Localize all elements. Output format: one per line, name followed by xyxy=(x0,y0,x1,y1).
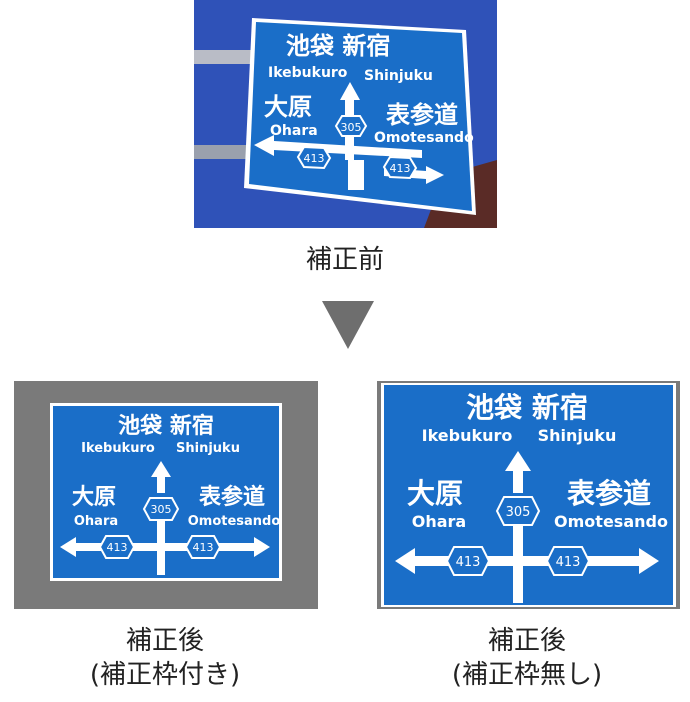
photo-sign-top-en-left: Ikebukuro xyxy=(268,65,348,81)
photo-sign-left-en: Ohara xyxy=(270,123,318,139)
a-sign-top-en-right: Shinjuku xyxy=(176,441,240,456)
b-route-413-right: 413 xyxy=(556,555,581,570)
after-without-frame-label: 補正後 (補正枠無し) xyxy=(402,625,652,693)
before-label: 補正前 xyxy=(305,245,384,275)
after-correction-without-frame: 池袋 新宿 Ikebukuro Shinjuku 大原 Ohara 表参道 Om… xyxy=(377,381,680,609)
a-sign-right-jp: 表参道 xyxy=(199,484,265,510)
b-sign-left-en: Ohara xyxy=(412,512,466,531)
after-with-frame-label-line2: (補正枠付き) xyxy=(89,659,241,690)
b-sign-left-jp: 大原 xyxy=(407,477,463,510)
photo-route-305: 305 xyxy=(341,121,362,134)
down-arrow-icon xyxy=(322,301,374,349)
a-sign-top-en-left: Ikebukuro xyxy=(81,441,155,456)
photo-sign-left-jp: 大原 xyxy=(264,93,312,121)
b-sign-right-en: Omotesando xyxy=(554,512,668,531)
b-sign-right-jp: 表参道 xyxy=(567,477,651,510)
a-route-413-right: 413 xyxy=(193,541,214,554)
photo-sign-right-en: Omotesando xyxy=(374,130,474,146)
b-route-413-left: 413 xyxy=(456,555,481,570)
a-sign-left-jp: 大原 xyxy=(72,485,116,510)
photo-sign-right-jp: 表参道 xyxy=(386,101,458,129)
b-route-305: 305 xyxy=(506,505,531,520)
a-route-413-left: 413 xyxy=(107,541,128,554)
before-correction-photo: 池袋 新宿 Ikebukuro Shinjuku 大原 Ohara 表参道 Om… xyxy=(194,0,497,228)
b-sign-top-en-left: Ikebukuro xyxy=(422,426,513,445)
photo-route-413-right: 413 xyxy=(390,162,411,175)
photo-route-413-left: 413 xyxy=(304,152,325,165)
a-route-305: 305 xyxy=(151,503,172,516)
photo-sign-top-en-right: Shinjuku xyxy=(364,68,433,84)
photo-route-shields: 305 413 413 xyxy=(296,115,418,180)
a-sign-right-en: Omotesando xyxy=(188,514,281,529)
b-sign-top-en-right: Shinjuku xyxy=(538,426,617,445)
photo-sign-top-jp: 池袋 新宿 xyxy=(286,32,390,60)
after-without-frame-label-line1: 補正後 xyxy=(487,626,566,656)
a-sign-top-jp: 池袋 新宿 xyxy=(118,413,214,439)
after-with-frame-label-line1: 補正後 xyxy=(125,626,204,656)
after-without-frame-label-line2: (補正枠無し) xyxy=(451,659,603,690)
a-sign-left-en: Ohara xyxy=(74,514,118,529)
b-sign-top-jp: 池袋 新宿 xyxy=(466,391,588,424)
after-correction-with-frame: 池袋 新宿 Ikebukuro Shinjuku 大原 Ohara 表参道 Om… xyxy=(14,381,318,609)
after-with-frame-label: 補正後 (補正枠付き) xyxy=(40,625,290,693)
